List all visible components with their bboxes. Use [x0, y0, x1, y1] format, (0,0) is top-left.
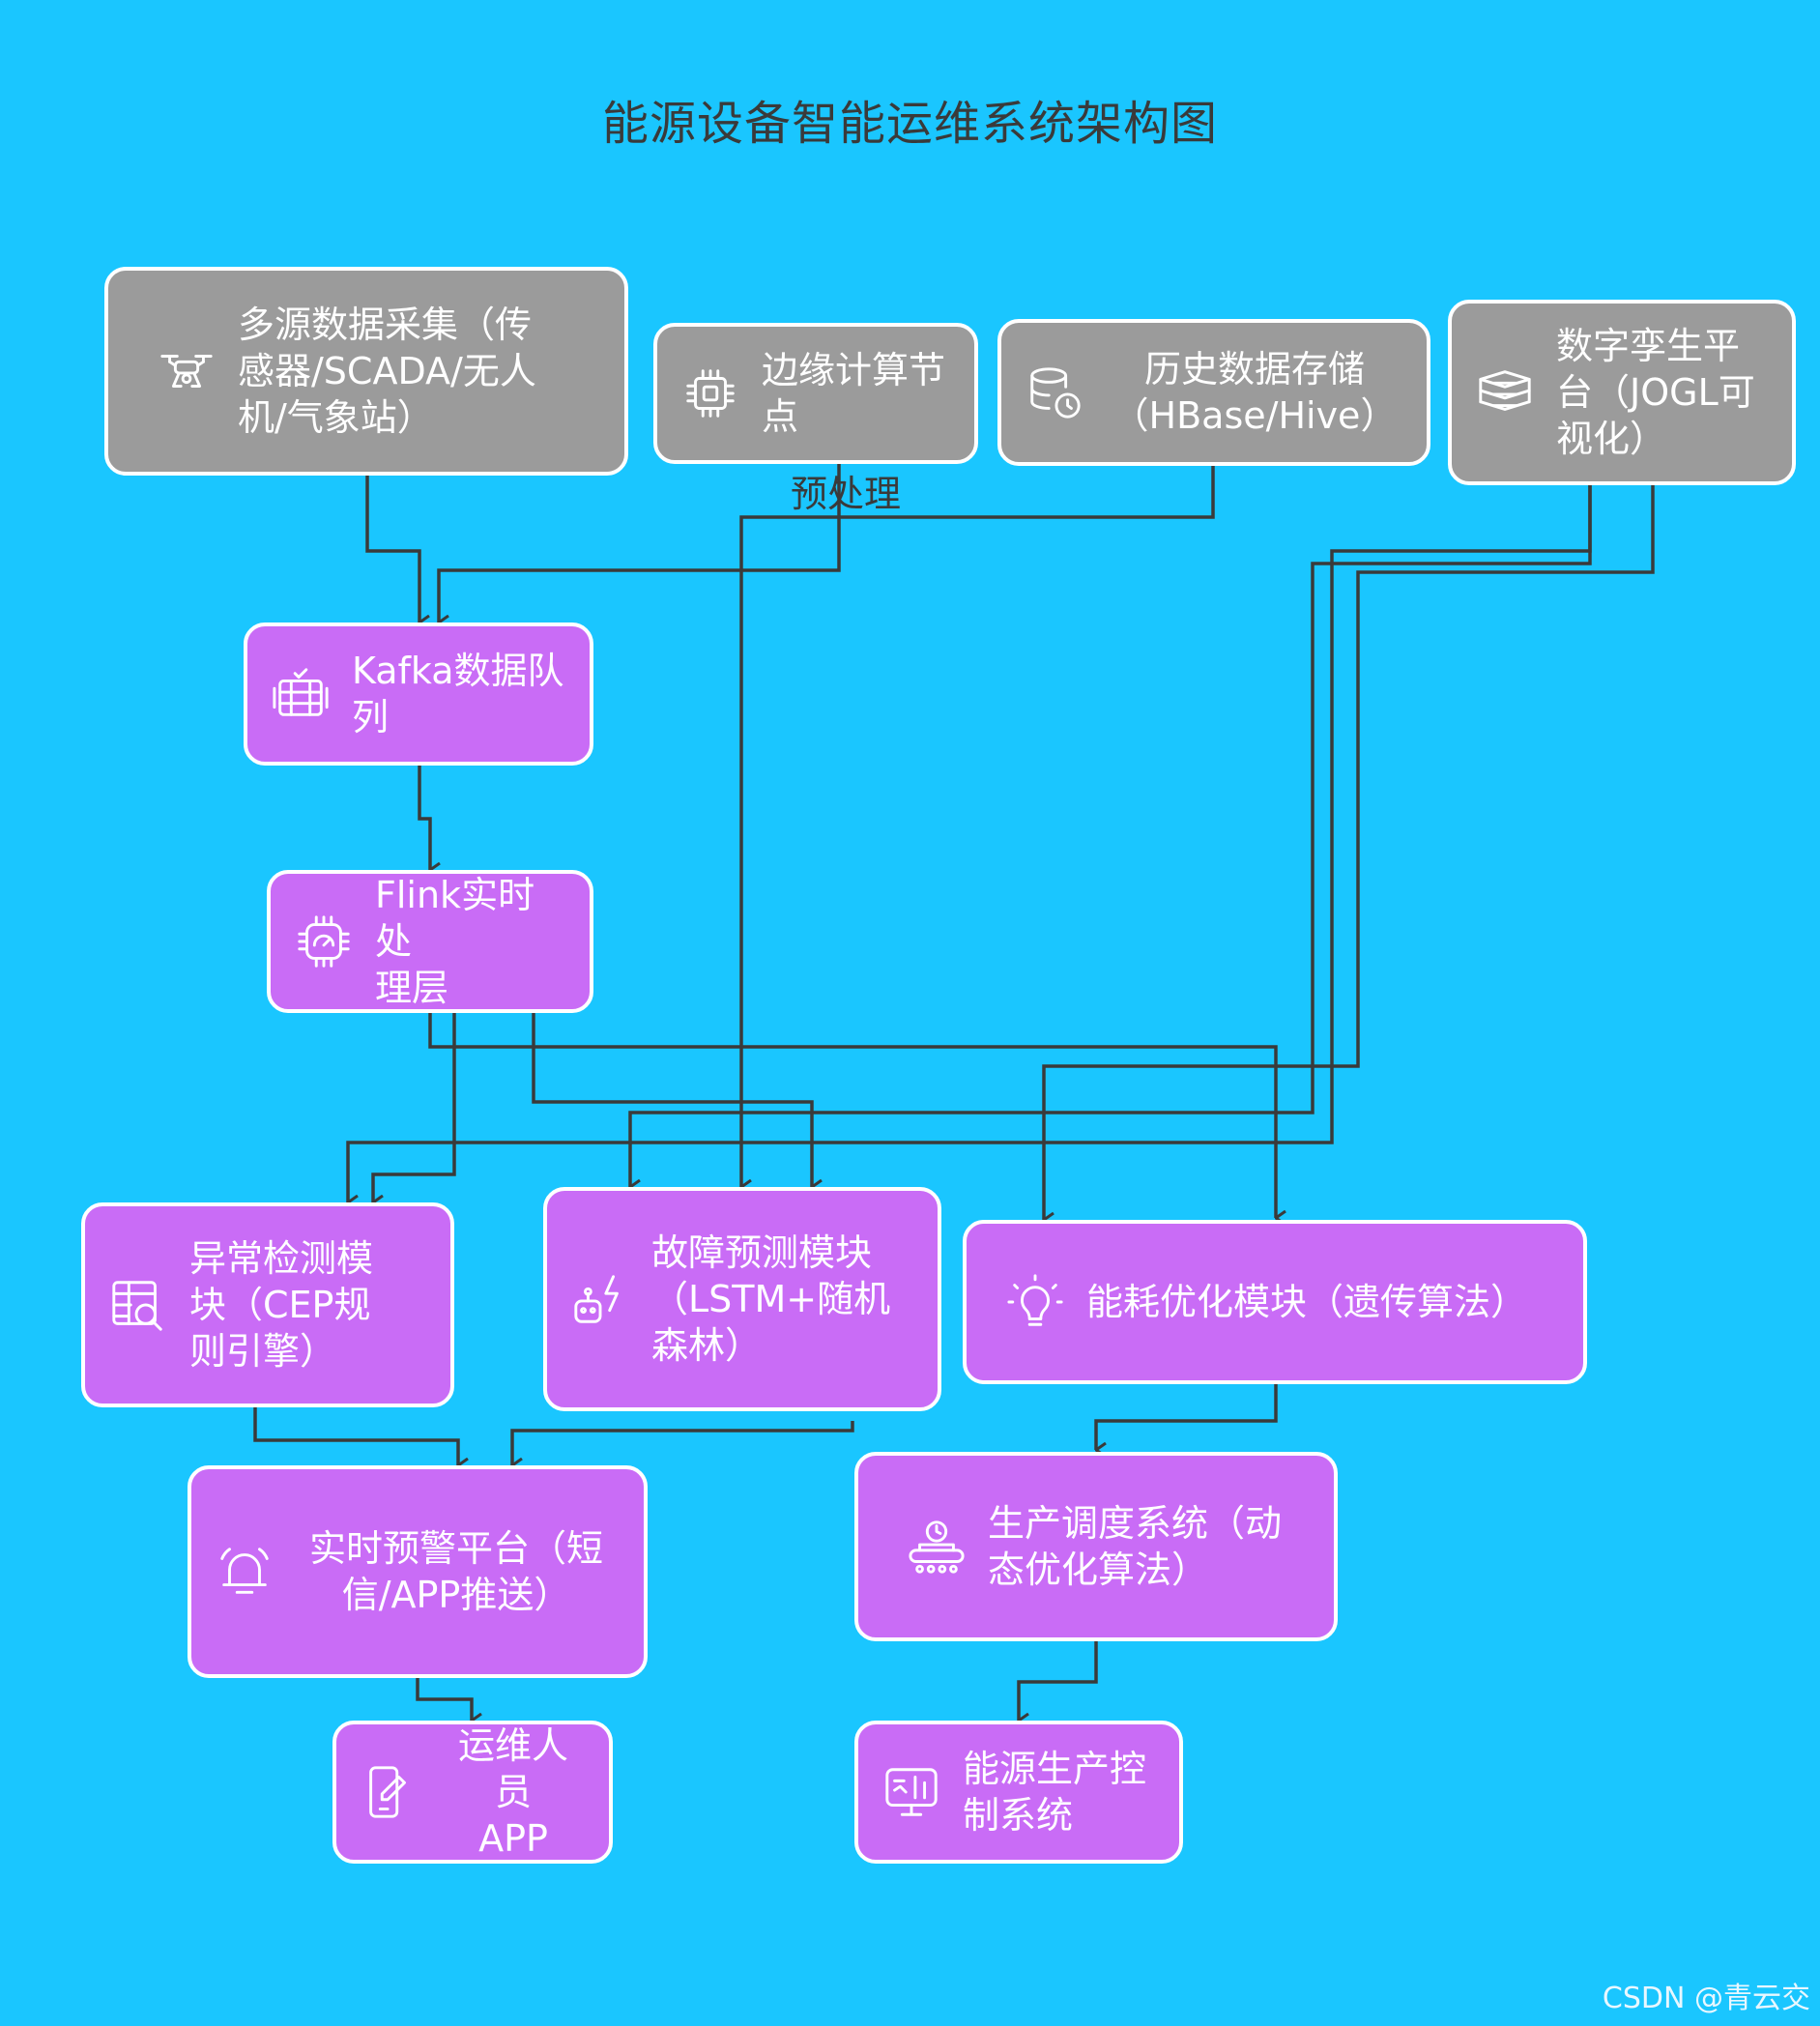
edge-edgecompute-kafka	[437, 462, 841, 622]
node-digital-twin: 数字孪生平 台（JOGL可 视化）	[1448, 300, 1796, 485]
node-label: 能耗优化模块（遗传算法）	[1086, 1281, 1528, 1323]
node-label: 生产调度系统（动 态优化算法）	[988, 1502, 1283, 1591]
edge-fault-warning	[510, 1421, 854, 1465]
node-label: 运维人员 APP	[457, 1724, 568, 1860]
edge-anomaly-warning	[253, 1406, 458, 1465]
node-history-storage: 历史数据存储 （HBase/Hive）	[997, 319, 1430, 466]
node-energy: 能耗优化模块（遗传算法）	[963, 1220, 1587, 1384]
watermark: CSDN @青云交	[1602, 1982, 1810, 2015]
node-label: Flink实时处 理层	[375, 874, 535, 1009]
node-label: 能源生产控 制系统	[963, 1748, 1147, 1837]
table-search-icon	[108, 1275, 168, 1335]
node-anomaly: 异常检测模 块（CEP规 则引擎）	[81, 1202, 454, 1407]
mobile-edit-icon	[360, 1762, 419, 1822]
edge-flink-anomaly	[371, 1010, 456, 1202]
queue-icon	[271, 664, 331, 724]
drone-icon	[157, 341, 217, 401]
node-label: 故障预测模块 （LSTM+随机 森林）	[651, 1231, 891, 1367]
edge-flink-energy	[428, 1010, 1276, 1218]
edge-flink-fault	[532, 1010, 812, 1187]
edge-history-fault	[739, 464, 1215, 1187]
node-label: 实时预警平台（短 信/APP推送）	[309, 1527, 604, 1616]
node-label: 历史数据存储 （HBase/Hive）	[1112, 348, 1398, 437]
edge-twin-energy	[1042, 483, 1655, 1220]
node-label: 边缘计算节 点	[762, 349, 946, 438]
node-flink: Flink实时处 理层	[267, 870, 593, 1013]
node-control: 能源生产控 制系统	[854, 1721, 1183, 1864]
edge-warning-opsapp	[416, 1676, 472, 1721]
node-kafka: Kafka数据队 列	[244, 622, 593, 766]
bell-alarm-icon	[215, 1542, 274, 1602]
node-label: Kafka数据队 列	[352, 650, 564, 738]
node-label: 异常检测模 块（CEP规 则引擎）	[189, 1237, 374, 1373]
lightbulb-icon	[1005, 1272, 1065, 1332]
node-label: 多源数据采集（传 感器/SCADA/无人 机/气象站）	[238, 304, 536, 439]
edge-kafka-flink	[418, 764, 430, 870]
node-fault: 故障预测模块 （LSTM+随机 森林）	[543, 1187, 941, 1411]
node-edge-compute: 边缘计算节 点	[653, 323, 978, 464]
edge-energy-scheduling	[1094, 1382, 1278, 1450]
database-clock-icon	[1025, 362, 1084, 422]
robot-lightning-icon	[570, 1269, 630, 1329]
chip-icon	[680, 363, 740, 423]
layers-icon	[1475, 362, 1535, 422]
diagram-title: 能源设备智能运维系统架构图	[601, 97, 1218, 151]
node-label: 数字孪生平 台（JOGL可 视化）	[1556, 325, 1755, 460]
node-warning: 实时预警平台（短 信/APP推送）	[188, 1465, 648, 1678]
edge-label-preprocess: 预处理	[791, 473, 902, 515]
processor-icon	[294, 912, 354, 971]
edge-scheduling-control	[1017, 1639, 1098, 1721]
node-multi-source: 多源数据采集（传 感器/SCADA/无人 机/气象站）	[104, 267, 628, 476]
dashboard-icon	[881, 1762, 941, 1822]
edge-multisource-kafka	[365, 474, 419, 622]
edge-twin-fault	[628, 483, 1592, 1187]
node-ops-app: 运维人员 APP	[332, 1721, 613, 1864]
scheduler-icon	[907, 1517, 967, 1577]
node-scheduling: 生产调度系统（动 态优化算法）	[854, 1452, 1338, 1641]
